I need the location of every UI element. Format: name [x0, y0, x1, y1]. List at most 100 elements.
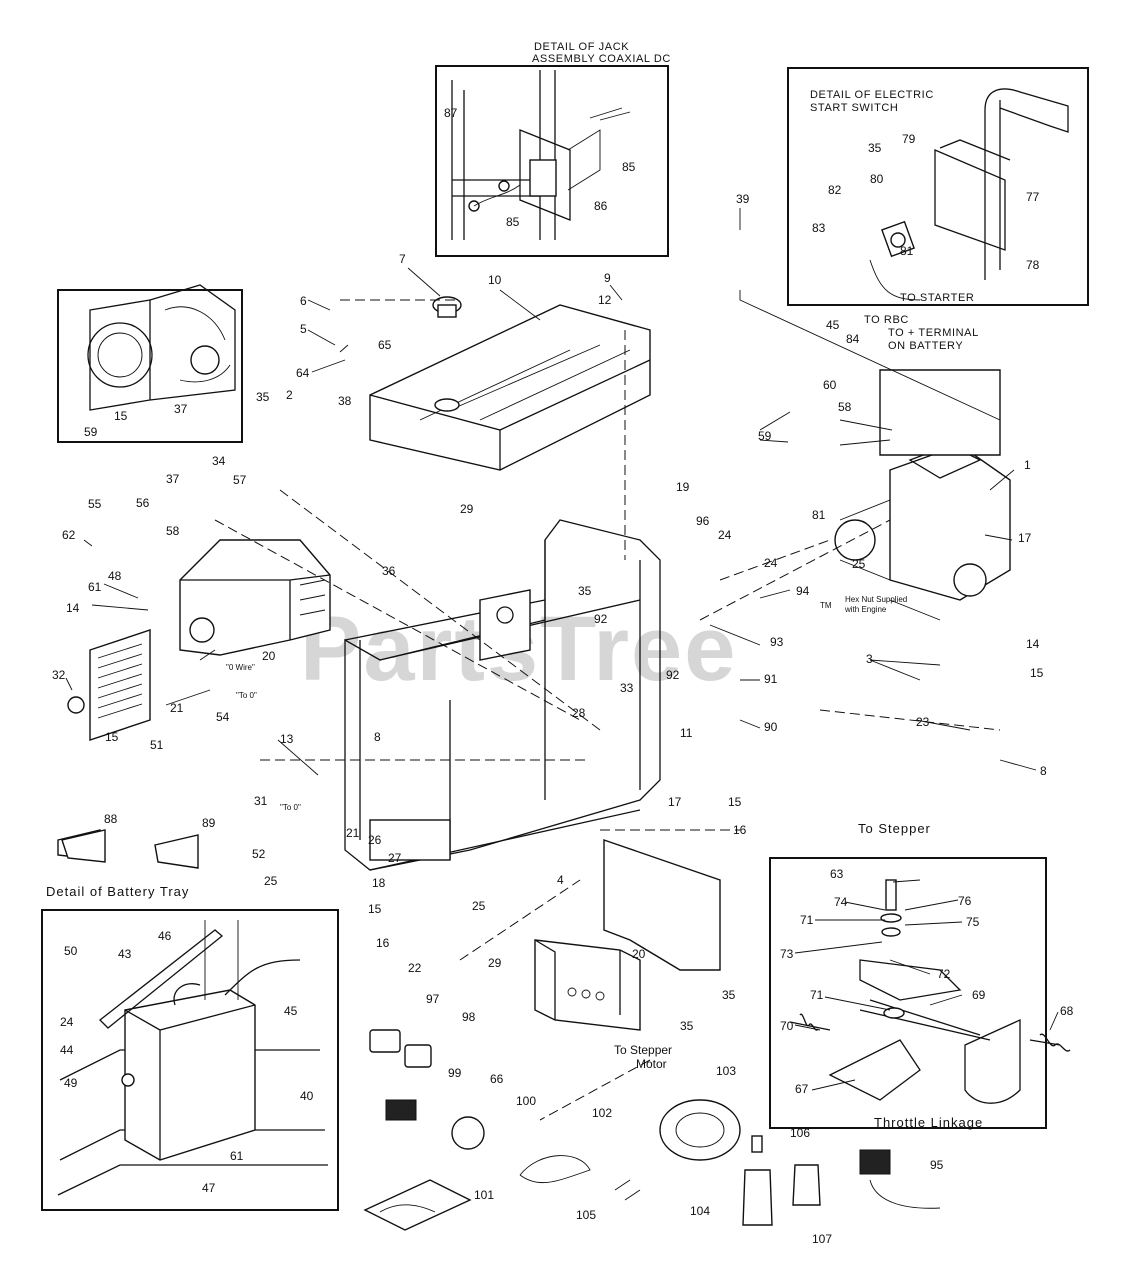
frame: [344, 519, 661, 871]
callout-leaders: [65, 208, 1059, 1091]
callout-57: 57: [233, 473, 247, 487]
callout-12: 12: [598, 293, 612, 307]
callout-46: 46: [158, 929, 172, 943]
callout-51: 51: [150, 738, 164, 752]
callout-24a: 24: [718, 528, 732, 542]
detail-battery-tray: Detail of Battery Tray: [41, 884, 339, 1211]
callout-38: 38: [338, 394, 352, 408]
callout-84: 84: [846, 332, 860, 346]
callout-1: 1: [1024, 458, 1031, 472]
callout-72: 72: [937, 967, 951, 981]
callout-35b: 35: [578, 584, 592, 598]
callout-82: 82: [828, 183, 842, 197]
callout-103: 103: [716, 1064, 736, 1078]
callout-83: 83: [812, 221, 826, 235]
note-to-stepper: To Stepper: [858, 821, 931, 836]
callout-80: 80: [870, 172, 884, 186]
callout-49: 49: [64, 1076, 78, 1090]
callout-81a: 81: [900, 244, 914, 258]
callout-61b: 61: [230, 1149, 244, 1163]
callout-58b: 58: [838, 400, 852, 414]
callout-76: 76: [958, 894, 972, 908]
callout-16a: 16: [376, 936, 390, 950]
note-hex-nut-2: with Engine: [844, 605, 887, 614]
callout-85a: 85: [622, 160, 636, 174]
callout-54: 54: [216, 710, 230, 724]
callout-15d: 15: [728, 795, 742, 809]
callout-67: 67: [795, 1082, 809, 1096]
callout-32: 32: [52, 668, 66, 682]
callout-64: 64: [296, 366, 310, 380]
callout-44: 44: [60, 1043, 74, 1057]
callout-24c: 24: [60, 1015, 74, 1029]
callout-92b: 92: [666, 668, 680, 682]
callout-71a: 71: [800, 913, 814, 927]
leader-lines: [214, 290, 1001, 1121]
part-number-callouts: 1 2 3 4 5 6 7 8 8 9 10 11 12 13 14 14 15…: [52, 106, 1074, 1246]
callout-15a: 15: [114, 409, 128, 423]
loose-parts: [57, 829, 941, 1231]
callout-101: 101: [474, 1188, 494, 1202]
end-cover: [67, 629, 151, 741]
engine: [834, 369, 1011, 601]
note-to-starter: TO STARTER: [900, 292, 974, 304]
callout-8b: 8: [1040, 764, 1047, 778]
callout-25c: 25: [852, 557, 866, 571]
control-panel: [534, 939, 641, 1031]
callout-21b: 21: [346, 826, 360, 840]
callout-106: 106: [790, 1126, 810, 1140]
callout-22: 22: [408, 961, 422, 975]
callout-17b: 17: [668, 795, 682, 809]
callout-5: 5: [300, 322, 307, 336]
callout-99: 99: [448, 1066, 462, 1080]
callout-36: 36: [382, 564, 396, 578]
callout-96: 96: [696, 514, 710, 528]
callout-28: 28: [572, 706, 586, 720]
note-to-terminal-1: TO + TERMINAL: [888, 327, 979, 339]
callout-18: 18: [372, 876, 386, 890]
callout-104: 104: [690, 1204, 710, 1218]
callout-74: 74: [834, 895, 848, 909]
callout-8a: 8: [374, 730, 381, 744]
callout-35e: 35: [722, 988, 736, 1002]
detail-switch-title-1: DETAIL OF ELECTRIC: [810, 89, 934, 101]
callout-62: 62: [62, 528, 76, 542]
detail-jack-title-2: ASSEMBLY COAXIAL DC: [532, 53, 671, 65]
alternator: [179, 539, 331, 656]
callout-95: 95: [930, 1158, 944, 1172]
callout-45b: 45: [826, 318, 840, 332]
detail-switch-title-2: START SWITCH: [810, 102, 898, 114]
note-to-0-a: "To 0": [236, 691, 257, 700]
callout-40: 40: [300, 1089, 314, 1103]
callout-97: 97: [426, 992, 440, 1006]
callout-71b: 71: [810, 988, 824, 1002]
callout-48: 48: [108, 569, 122, 583]
callout-25a: 25: [264, 874, 278, 888]
callout-11: 11: [680, 726, 693, 740]
callout-2: 2: [286, 388, 293, 402]
callout-27: 27: [388, 851, 402, 865]
callout-45a: 45: [284, 1004, 298, 1018]
callout-37a: 37: [174, 402, 188, 416]
detail-electric-start-switch: DETAIL OF ELECTRIC START SWITCH: [787, 67, 1089, 306]
callout-105: 105: [576, 1208, 596, 1222]
note-to-0-b: "To 0": [280, 803, 301, 812]
callout-14a: 14: [66, 601, 80, 615]
detail-battery-title: Detail of Battery Tray: [46, 884, 189, 899]
callout-91: 91: [764, 672, 778, 686]
callout-94: 94: [796, 584, 810, 598]
callout-35c: 35: [868, 141, 882, 155]
callout-59a: 59: [84, 425, 98, 439]
callout-29b: 29: [488, 956, 502, 970]
callout-35a: 35: [256, 390, 270, 404]
callout-43: 43: [118, 947, 132, 961]
detail-throttle-linkage: Throttle Linkage: [769, 857, 1071, 1130]
callout-75: 75: [966, 915, 980, 929]
callout-92a: 92: [594, 612, 608, 626]
callout-61a: 61: [88, 580, 102, 594]
callout-73: 73: [780, 947, 794, 961]
note-to-stepper-motor-1: To Stepper: [614, 1043, 672, 1057]
callout-19: 19: [676, 480, 690, 494]
